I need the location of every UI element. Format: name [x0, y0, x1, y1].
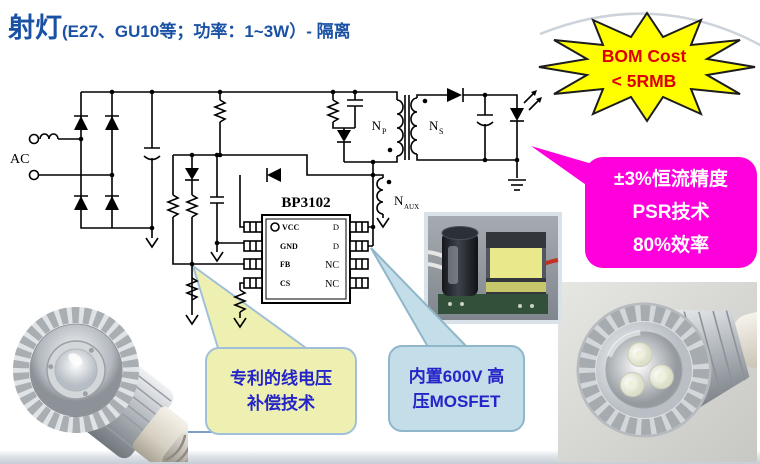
gu10-illustration	[576, 302, 757, 438]
aux-winding	[376, 177, 384, 215]
ac-terminal	[28, 169, 40, 181]
mosfet-line2: 压MOSFET	[412, 391, 501, 411]
page-title: 射灯(E27、GU10等；功率：1~3W）- 隔离	[8, 6, 351, 45]
patent-line1: 专利的线电压	[230, 369, 332, 388]
bom-cost-burst: BOM Cost < 5RMB	[538, 11, 756, 123]
title-detail: (E27、GU10等；功率：1~3W）- 隔离	[62, 22, 351, 41]
ground-symbol	[210, 251, 224, 262]
vcc-diode	[266, 168, 281, 182]
pin-label-nc1: NC	[325, 260, 339, 271]
driver-board-photo	[424, 212, 562, 324]
burst-line1: BOM Cost	[602, 46, 687, 66]
gu10-spotlight-photo	[558, 282, 757, 462]
radial-fins	[13, 307, 139, 433]
svg-text:N: N	[372, 118, 382, 133]
screw-threads	[164, 434, 188, 462]
cs-resistor	[234, 289, 246, 313]
svg-text:AUX: AUX	[404, 203, 419, 211]
svg-text:N: N	[394, 193, 404, 208]
snubber-resistor	[327, 99, 339, 123]
template-underline	[143, 431, 239, 433]
fuse-squiggle	[39, 133, 59, 140]
burst-shape	[538, 11, 756, 123]
bridge-rectifier	[74, 115, 119, 210]
feature-line1: ±3%恒流精度	[614, 169, 728, 190]
pin-label-nc2: NC	[325, 279, 339, 290]
e27-bulb-illustration	[13, 307, 188, 462]
ic-label: BP3102	[281, 195, 330, 211]
ac-label: AC	[10, 152, 29, 167]
pcb-board	[438, 294, 548, 314]
ground-symbol	[145, 237, 159, 248]
mosfet-callout: 内置600V 高 压MOSFET	[388, 345, 525, 432]
pin-label-fb: FB	[280, 260, 291, 269]
rim-fins	[579, 305, 709, 435]
title-main: 射灯	[8, 13, 62, 43]
pin-label-vcc: VCC	[282, 223, 300, 232]
electrolytic-capacitor	[442, 232, 478, 296]
ground-symbol	[376, 217, 390, 228]
pin-label-d2: D	[333, 241, 339, 251]
svg-text:S: S	[439, 127, 443, 136]
svg-text:P: P	[382, 127, 387, 136]
primary-winding-label: N P	[372, 118, 387, 136]
feature-line2: PSR技术	[632, 202, 710, 223]
e27-bulb-photo	[13, 307, 188, 462]
feature-callout: ±3%恒流精度 PSR技术 80%效率	[585, 157, 757, 268]
fb-resistor	[186, 277, 198, 301]
feature-line3: 80%效率	[632, 235, 710, 256]
earth-ground-symbol	[507, 179, 527, 191]
divider-resistor	[186, 194, 198, 218]
patent-callout-pointer	[191, 263, 310, 349]
patent-callout: 专利的线电压 补偿技术	[205, 347, 357, 435]
ac-terminal	[28, 133, 40, 145]
led-lens	[54, 348, 98, 392]
ground-symbol	[233, 317, 247, 328]
secondary-winding	[410, 97, 418, 155]
patent-line2: 补偿技术	[247, 394, 315, 413]
pin-label-gnd: GND	[280, 242, 298, 251]
startup-resistor	[214, 99, 226, 123]
pin1-indicator	[270, 222, 280, 232]
svg-text:N: N	[429, 118, 439, 133]
bp3102-ic	[243, 214, 369, 304]
divider-diode	[184, 167, 200, 181]
pin-label-cs: CS	[280, 279, 291, 288]
pin-label-d1: D	[333, 222, 339, 232]
primary-winding	[396, 99, 404, 157]
aux-winding-label: N AUX	[394, 193, 419, 211]
secondary-winding-label: N S	[429, 118, 443, 136]
mosfet-line1: 内置600V 高	[408, 366, 505, 386]
snubber-diode	[336, 129, 352, 143]
divider-resistor	[167, 194, 179, 218]
output-diode	[447, 88, 464, 102]
burst-line2: < 5RMB	[612, 71, 677, 91]
